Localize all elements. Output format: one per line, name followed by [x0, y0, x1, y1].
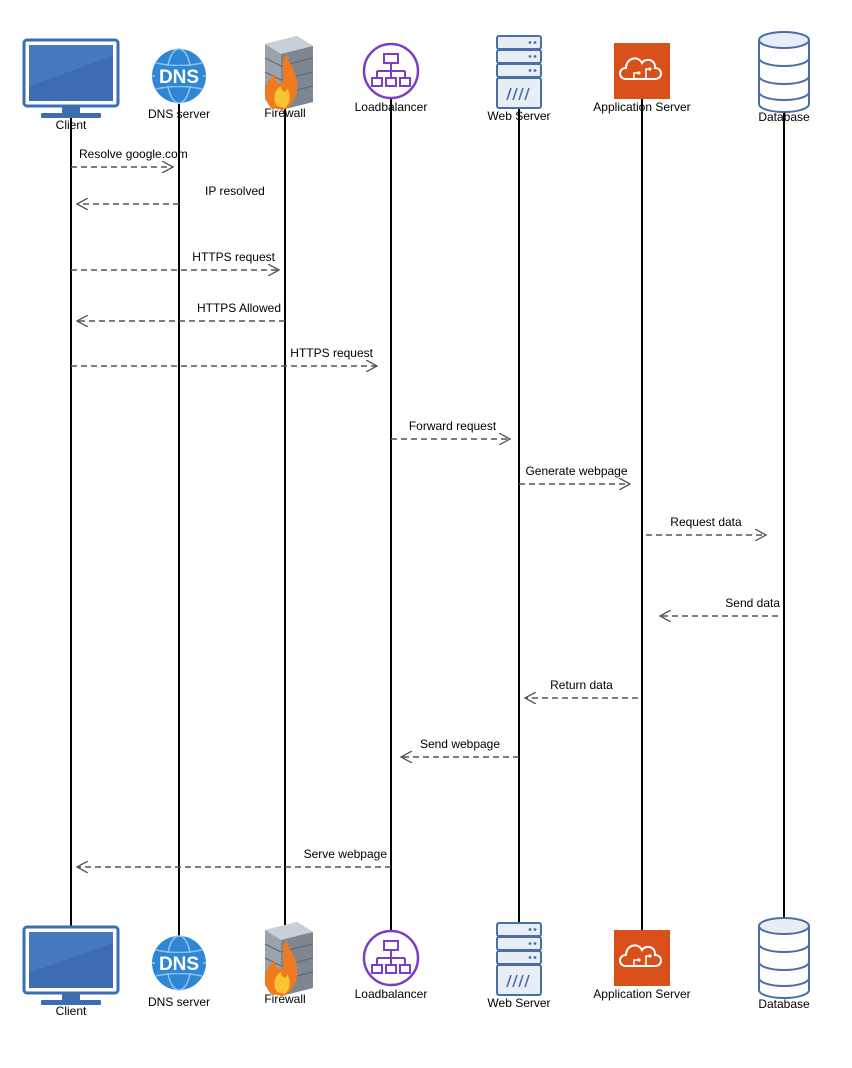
participant-label: DNS server	[148, 995, 210, 1009]
participant-label: Application Server	[593, 987, 690, 1001]
message-5: HTTPS request	[71, 346, 377, 366]
server-rack-icon	[496, 35, 542, 109]
message-7: Generate webpage	[519, 464, 630, 484]
database-cylinder-icon	[758, 917, 810, 999]
message-8: Request data	[646, 515, 766, 535]
participant-label: Web Server	[487, 996, 550, 1010]
participant-label: DNS server	[148, 107, 210, 121]
database-cylinder-icon	[758, 31, 810, 113]
message-2: IP resolved	[77, 184, 265, 204]
participant-label: Firewall	[264, 106, 305, 120]
participant-client-bottom: Client	[22, 925, 120, 1018]
participant-label: Web Server	[487, 109, 550, 123]
message-label: Return data	[550, 678, 613, 692]
participant-appserver-top: Application Server	[593, 42, 691, 114]
monitor-icon	[22, 925, 120, 1007]
message-label: Resolve google.com	[79, 147, 188, 161]
participant-label: Database	[758, 997, 810, 1011]
dns-globe-icon	[151, 935, 207, 991]
message-9: Send data	[660, 596, 780, 616]
message-label: HTTPS request	[192, 250, 275, 264]
cloud-app-icon	[613, 929, 671, 987]
participant-firewall-top: Firewall	[264, 35, 314, 120]
message-label: Serve webpage	[304, 847, 388, 861]
participant-label: Application Server	[593, 100, 690, 114]
server-rack-icon	[496, 922, 542, 996]
brick-firewall-icon	[264, 35, 314, 111]
participant-label: Client	[56, 118, 87, 132]
participant-loadbalancer-top: Loadbalancer	[355, 42, 428, 114]
participant-loadbalancer-bottom: Loadbalancer	[355, 929, 428, 1001]
participant-client-top: Client	[22, 38, 120, 132]
message-label: IP resolved	[205, 184, 265, 198]
cloud-app-icon	[613, 42, 671, 100]
participant-appserver-bottom: Application Server	[593, 929, 691, 1001]
participant-label: Database	[758, 110, 810, 124]
participant-firewall-bottom: Firewall	[264, 921, 314, 1006]
dns-globe-icon	[151, 48, 207, 104]
participant-dns-top: DNS server	[148, 48, 210, 121]
participant-database-top: Database	[758, 31, 810, 124]
message-label: HTTPS Allowed	[197, 301, 281, 315]
message-label: Forward request	[409, 419, 497, 433]
network-hierarchy-icon	[362, 42, 420, 100]
participant-webserver-bottom: Web Server	[487, 922, 551, 1010]
participant-webserver-top: Web Server	[487, 35, 551, 123]
participant-label: Firewall	[264, 992, 305, 1006]
message-label: Send data	[725, 596, 780, 610]
message-1: Resolve google.com	[71, 147, 188, 167]
participant-label: Loadbalancer	[355, 100, 428, 114]
message-11: Send webpage	[401, 737, 519, 757]
message-4: HTTPS Allowed	[77, 301, 285, 321]
participant-database-bottom: Database	[758, 917, 810, 1011]
message-6: Forward request	[391, 419, 510, 439]
participant-label: Loadbalancer	[355, 987, 428, 1001]
message-label: Generate webpage	[525, 464, 627, 478]
message-3: HTTPS request	[71, 250, 279, 270]
network-hierarchy-icon	[362, 929, 420, 987]
message-12: Serve webpage	[77, 847, 391, 867]
participant-dns-bottom: DNS server	[148, 935, 210, 1009]
message-10: Return data	[525, 678, 638, 698]
participant-label: Client	[56, 1004, 87, 1018]
message-label: HTTPS request	[290, 346, 373, 360]
message-label: Send webpage	[420, 737, 500, 751]
monitor-icon	[22, 38, 120, 120]
brick-firewall-icon	[264, 921, 314, 997]
message-label: Request data	[670, 515, 742, 529]
